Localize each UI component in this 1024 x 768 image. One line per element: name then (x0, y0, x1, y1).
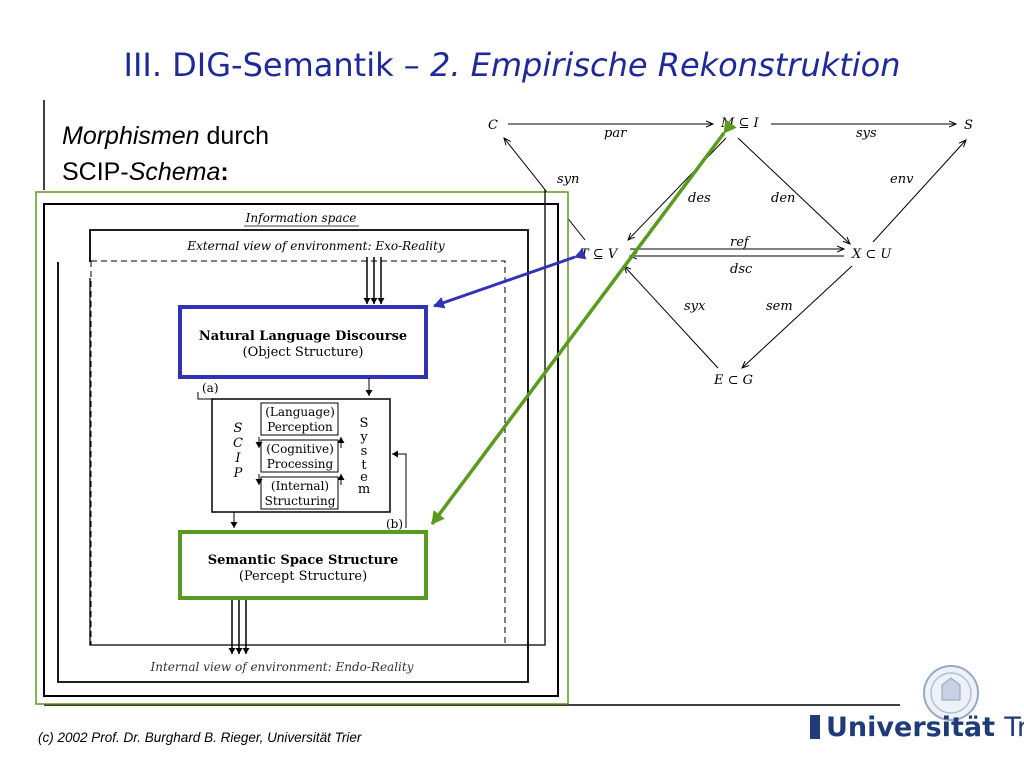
system-letter-4: t (361, 458, 367, 473)
logo-universitat: Universität (826, 712, 995, 743)
subtitle-schema: Schema (128, 158, 221, 186)
stage-perception-line2: Perception (267, 420, 333, 434)
exo-reality-label: External view of environment: Exo-Realit… (186, 239, 445, 253)
edge-sys-label: sys (856, 126, 877, 141)
system-letter-3: s (361, 444, 368, 459)
information-space-label: Information space (245, 211, 357, 225)
edge-sem-line (742, 265, 853, 368)
stage-structuring-line2: Structuring (265, 494, 336, 508)
edge-sem-label: sem (766, 299, 793, 314)
label-b: (b) (386, 517, 403, 531)
sss-subtitle: (Percept Structure) (239, 569, 367, 584)
subtitle-durch: durch (199, 122, 270, 150)
nl-discourse-subtitle: (Object Structure) (243, 345, 364, 360)
feedback-b-arrow (392, 450, 407, 528)
stage-perception-box (260, 402, 339, 436)
university-seal-icon (923, 665, 979, 721)
edge-des-label: des (688, 191, 711, 206)
stage-processing-box (260, 439, 339, 473)
system-letter-5: e (360, 470, 368, 485)
subtitle-colon: : (220, 158, 229, 186)
edge-dsc-label: dsc (730, 262, 753, 277)
system-letter-1: S (360, 416, 369, 431)
label-a: (a) (202, 381, 219, 395)
system-letter-6: m (358, 482, 370, 497)
system-letters: S y s t e m (358, 416, 370, 497)
system-letter-2: y (359, 430, 368, 445)
stage-processing-line1: (Cognitive) (266, 442, 334, 456)
scip-letter-p: P (233, 466, 243, 481)
semantic-space-structure-box (178, 530, 428, 600)
subtitle-scip: SCIP- (62, 158, 129, 186)
title-subtitle: 2. Empirische Rekonstruktion (429, 46, 901, 84)
input-arrows (363, 257, 385, 304)
node-S: S (964, 118, 973, 133)
footer-copyright: (c) 2002 Prof. Dr. Burghard B. Rieger, U… (38, 730, 362, 745)
sss-title: Semantic Space Structure (208, 553, 398, 568)
scip-letters: S C I P (233, 421, 243, 481)
edge-env-label: env (890, 172, 914, 187)
node-M: M ⊆ I (720, 116, 759, 131)
scip-letter-c: C (233, 436, 243, 451)
edge-syn-label: syn (557, 172, 579, 187)
edge-den-label: den (771, 191, 795, 206)
edge-par-label: par (604, 126, 627, 141)
edge-env-line (872, 140, 966, 243)
natural-language-discourse-box (178, 305, 428, 379)
node-T: T ⊆ V (580, 247, 619, 262)
edge-den-line (737, 137, 850, 244)
edge-ref-label: ref (730, 235, 751, 250)
edge-syx-line (624, 266, 719, 369)
title-main: III. DIG-Semantik – (123, 46, 430, 84)
green-double-arrow (430, 119, 737, 526)
stage-processing-line2: Processing (267, 457, 334, 471)
highlight-connectors (430, 119, 737, 526)
logo-bar-icon (810, 715, 820, 739)
logo-trier: Trier (1004, 712, 1024, 743)
node-X: X ⊂ U (851, 247, 892, 262)
output-arrows (228, 600, 250, 654)
edge-syx-label: syx (684, 299, 706, 314)
subtitle-morphismen: Morphismen (62, 122, 200, 150)
node-C: C (488, 118, 498, 133)
node-E: E ⊂ G (713, 373, 753, 388)
edge-des-line (628, 137, 727, 240)
endo-reality-label: Internal view of environment: Endo-Reali… (150, 660, 414, 674)
scip-letter-s: S (234, 421, 243, 436)
stage-structuring-box (260, 476, 339, 510)
scip-letter-i: I (234, 451, 241, 466)
stage-structuring-line1: (Internal) (271, 479, 329, 493)
nl-discourse-title: Natural Language Discourse (199, 329, 407, 344)
university-logo: Universität Trier (810, 712, 1024, 743)
feedback-a-arrow (197, 392, 212, 400)
slide-title: III. DIG-Semantik – 2. Empirische Rekons… (0, 46, 1024, 84)
stage-perception-line1: (Language) (265, 405, 335, 419)
slide-subtitle: Morphismen durch SCIP-Schema: (62, 118, 269, 190)
